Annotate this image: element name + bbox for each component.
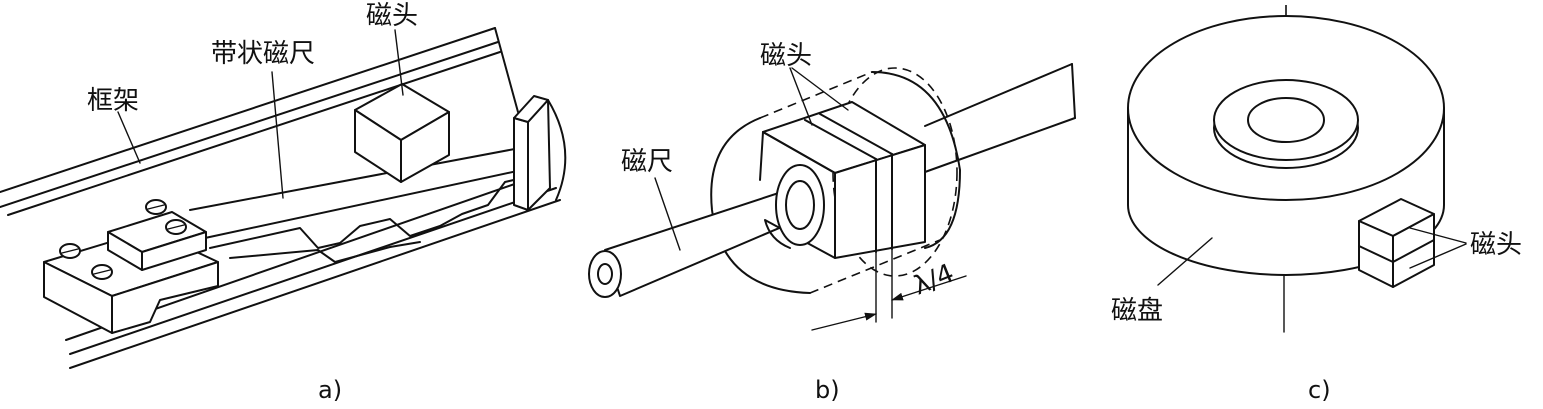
head-envelope bbox=[710, 67, 961, 294]
clamp-base bbox=[43, 211, 219, 334]
tape-scale-leader bbox=[271, 71, 284, 199]
disk-label: 磁盘 bbox=[1111, 296, 1163, 326]
caption-b: b) bbox=[815, 376, 840, 404]
magnetic-head-c bbox=[1358, 198, 1435, 288]
head-b-leader-1 bbox=[789, 67, 813, 126]
head-a-label: 磁头 bbox=[366, 1, 418, 31]
tape-scale-strip bbox=[189, 147, 523, 263]
disk-leader bbox=[1157, 237, 1213, 286]
head-b-label: 磁头 bbox=[760, 41, 812, 71]
panel-c: 磁头 磁盘 c) bbox=[1111, 5, 1522, 404]
tape-scale-label: 带状磁尺 bbox=[211, 39, 315, 69]
pitch-label: λ/4 bbox=[909, 258, 958, 301]
panel-a: 框架 带状磁尺 磁头 a) bbox=[0, 1, 567, 404]
magnetic-head-b bbox=[759, 101, 926, 259]
caption-c: c) bbox=[1308, 376, 1331, 404]
rod-leader bbox=[654, 177, 681, 251]
head-c-label: 磁头 bbox=[1470, 230, 1522, 260]
screw-heads bbox=[59, 199, 187, 280]
frame-leader bbox=[117, 111, 141, 164]
head-b-leader-2 bbox=[791, 67, 849, 111]
end-block bbox=[513, 95, 567, 211]
pitch-dimension bbox=[811, 248, 967, 331]
caption-a: a) bbox=[318, 376, 342, 404]
head-c-leader-2 bbox=[1409, 243, 1467, 269]
rod-scale-label: 磁尺 bbox=[621, 147, 673, 177]
panel-b: 磁头 磁尺 λ/4 b) bbox=[588, 41, 1076, 404]
head-c-leader-1 bbox=[1409, 227, 1467, 244]
rod-far bbox=[924, 63, 1076, 173]
head-a-leader bbox=[394, 29, 404, 96]
frame-label: 框架 bbox=[87, 86, 139, 116]
magnetic-head-a bbox=[354, 83, 450, 183]
